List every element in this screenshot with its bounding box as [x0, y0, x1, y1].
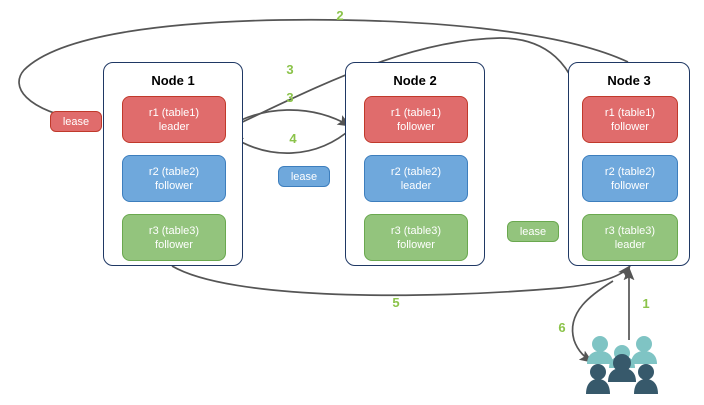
arrow-step-5: [171, 264, 631, 297]
node-title: Node 1: [151, 73, 195, 88]
replica-role: follower: [611, 120, 649, 133]
step-label-1: 1: [642, 296, 650, 311]
replica-r3-node3[interactable]: r3 (table3) leader: [582, 214, 678, 261]
replica-r2-node2[interactable]: r2 (table2) leader: [364, 155, 468, 202]
replica-r1-node1[interactable]: r1 (table1) leader: [122, 96, 226, 143]
node-box-3[interactable]: Node 3 r1 (table1) follower r2 (table2) …: [568, 62, 690, 266]
replica-name: r2 (table2): [604, 165, 656, 178]
replica-role: leader: [400, 179, 432, 192]
replica-role: follower: [397, 238, 435, 251]
node-box-2[interactable]: Node 2 r1 (table1) follower r2 (table2) …: [345, 62, 485, 266]
lease-label: lease: [519, 225, 547, 238]
step-label-3b: 3: [286, 90, 294, 105]
replica-role: follower: [155, 238, 193, 251]
replica-name: r2 (table2): [148, 165, 200, 178]
replica-name: r1 (table1): [604, 106, 656, 119]
replica-name: r2 (table2): [390, 165, 442, 178]
step-label-6: 6: [558, 320, 566, 335]
replica-name: r1 (table1): [390, 106, 442, 119]
node-box-1[interactable]: Node 1 r1 (table1) leader r2 (table2) fo…: [103, 62, 243, 266]
replica-name: r3 (table3): [604, 224, 656, 237]
users-icon: [586, 336, 658, 394]
replica-name: r3 (table3): [390, 224, 442, 237]
replica-r1-node2[interactable]: r1 (table1) follower: [364, 96, 468, 143]
step-label-5: 5: [392, 295, 400, 310]
node-title: Node 3: [607, 73, 651, 88]
step-label-4: 4: [289, 131, 297, 146]
step-label-2: 2: [336, 8, 344, 23]
replica-role: leader: [158, 120, 190, 133]
node-title: Node 2: [393, 73, 437, 88]
replica-role: follower: [155, 179, 193, 192]
replica-r3-node2[interactable]: r3 (table3) follower: [364, 214, 468, 261]
lease-label: lease: [290, 170, 318, 183]
replica-name: r3 (table3): [148, 224, 200, 237]
lease-badge-blue[interactable]: lease: [278, 166, 330, 187]
replica-role: leader: [614, 238, 646, 251]
replica-r2-node1[interactable]: r2 (table2) follower: [122, 155, 226, 202]
replica-role: follower: [397, 120, 435, 133]
replica-role: follower: [611, 179, 649, 192]
lease-label: lease: [62, 115, 90, 128]
step-label-3a: 3: [286, 62, 294, 77]
lease-badge-red[interactable]: lease: [50, 111, 102, 132]
replica-r3-node1[interactable]: r3 (table3) follower: [122, 214, 226, 261]
replica-name: r1 (table1): [148, 106, 200, 119]
replica-r1-node3[interactable]: r1 (table1) follower: [582, 96, 678, 143]
replica-r2-node3[interactable]: r2 (table2) follower: [582, 155, 678, 202]
lease-badge-green[interactable]: lease: [507, 221, 559, 242]
